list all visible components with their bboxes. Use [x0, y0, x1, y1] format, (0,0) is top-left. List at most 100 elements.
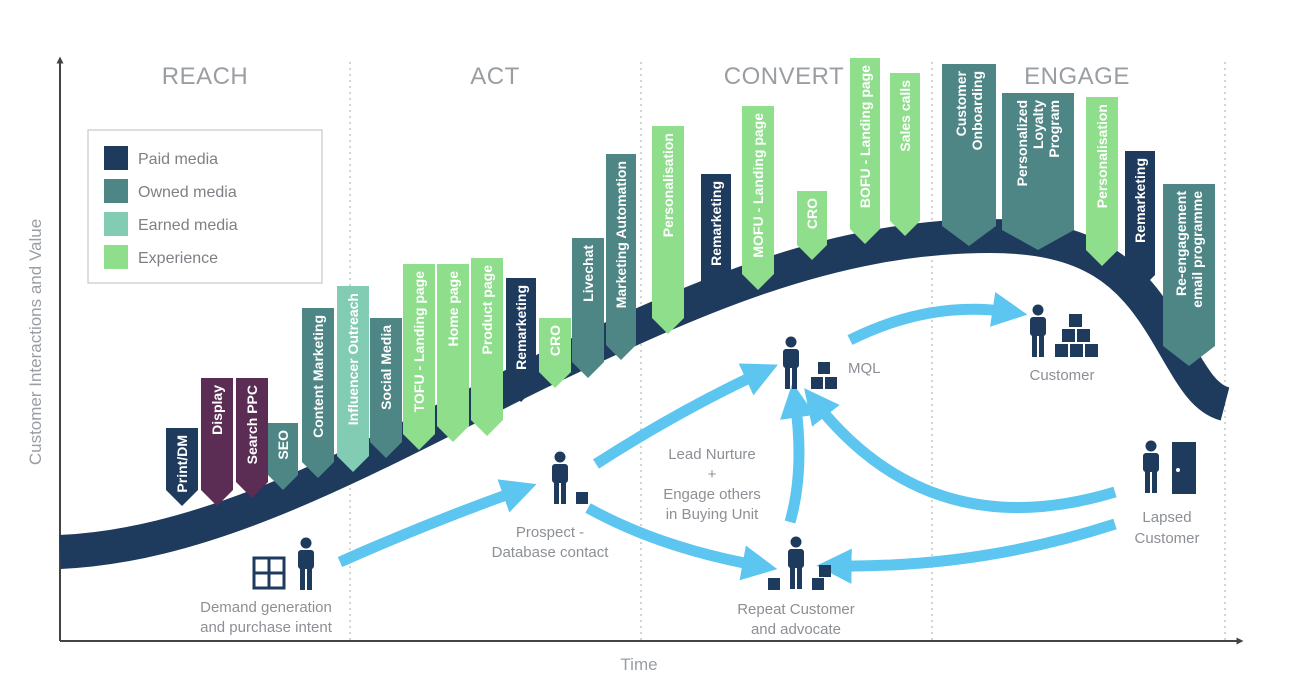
media-tag-shape — [337, 286, 369, 472]
media-tag: SEO — [268, 423, 298, 490]
media-tag-label: Search PPC — [244, 385, 260, 464]
legend-swatch-0 — [104, 146, 128, 170]
media-tag: CRO — [539, 318, 571, 388]
media-tag-label: Print/DM — [174, 435, 190, 493]
media-tag: Print/DM — [166, 428, 198, 506]
node-label-prospect: Database contact — [492, 544, 610, 561]
legend-label-1: Owned media — [138, 184, 237, 201]
media-tag-shape — [1086, 97, 1118, 266]
media-tag-label: Home page — [445, 271, 461, 347]
legend-swatch-3 — [104, 245, 128, 269]
media-tag-label: Remarketing — [708, 181, 724, 266]
legend-swatch-1 — [104, 179, 128, 203]
customer-person-icon — [1030, 304, 1098, 357]
prospect-person-icon — [552, 451, 588, 504]
media-tag: Product page — [471, 258, 503, 436]
media-tag: Livechat — [572, 238, 604, 378]
media-tag-label: Personalized — [1014, 100, 1030, 186]
media-tag-shape — [471, 258, 503, 436]
y-axis-label: Customer Interactions and Value — [26, 219, 45, 465]
media-tag-shape — [890, 73, 920, 236]
media-tag-shape — [701, 174, 731, 306]
media-tags: Print/DM Display Search PPC SEO Content Mark… — [166, 58, 1215, 506]
node-label-nurture: in Buying Unit — [666, 506, 759, 523]
node-label-customer: Customer — [1029, 367, 1094, 384]
arrow-repeat-to-mql — [780, 382, 815, 524]
media-tag: MOFU - Landing page — [742, 106, 774, 290]
door-icon — [1172, 442, 1196, 494]
arrow-prospect-to-repeat — [585, 503, 778, 581]
media-tag-label: Re-engagement — [1173, 191, 1189, 296]
media-tag-label: Social Media — [378, 325, 394, 410]
media-tag-label: Personalisation — [1094, 104, 1110, 208]
media-tag-label: TOFU - Landing page — [411, 271, 427, 413]
media-tag-label: SEO — [275, 430, 291, 460]
media-tag-shape — [201, 378, 233, 506]
window-icon — [252, 556, 286, 590]
media-tag-label: Program — [1046, 100, 1062, 158]
media-tag-shape — [506, 278, 536, 402]
legend-label-2: Earned media — [138, 217, 238, 234]
x-axis-label: Time — [620, 655, 657, 674]
mql-person-icon — [783, 336, 837, 389]
media-tag-shape — [302, 308, 334, 478]
media-tag-shape — [370, 318, 402, 458]
media-tag: Display — [201, 378, 233, 506]
media-tag: Personalisation — [1086, 97, 1118, 266]
media-tag-label: Influencer Outreach — [345, 293, 361, 425]
media-tag-shape — [403, 264, 435, 450]
media-tag-label: Remarketing — [513, 285, 529, 370]
media-tag-label: Product page — [479, 265, 495, 355]
lapsed-person-icon — [1143, 440, 1159, 493]
arrow-lapsed-to-repeat — [816, 518, 1117, 584]
node-label-demand: and purchase intent — [200, 619, 333, 636]
phase-engage: ENGAGE — [1024, 63, 1130, 90]
media-tag-label: Customer — [953, 70, 969, 136]
legend-swatch-2 — [104, 212, 128, 236]
node-label-demand: Demand generation — [200, 599, 332, 616]
media-tag-label: BOFU - Landing page — [857, 65, 873, 208]
media-tag-label: Onboarding — [969, 71, 985, 150]
arrow-prospect-to-mql — [593, 363, 778, 469]
media-tag-label: Sales calls — [897, 80, 913, 152]
media-tag: CRO — [797, 191, 827, 260]
media-tag-shape — [942, 64, 996, 246]
node-label-repeat: Repeat Customer — [737, 601, 855, 618]
media-tag-shape — [166, 428, 198, 506]
node-label-lapsed: Lapsed — [1142, 509, 1191, 526]
node-label-nurture: + — [708, 466, 717, 483]
node-label-prospect: Prospect - — [516, 524, 584, 541]
media-tag-shape — [1002, 93, 1074, 250]
media-tag-label: email programme — [1189, 191, 1205, 308]
media-tag-shape — [236, 378, 268, 498]
media-tag-label: CRO — [547, 325, 563, 356]
node-label-nurture: Lead Nurture — [668, 446, 756, 463]
media-tag-label: Livechat — [580, 245, 596, 302]
media-tag-label: Marketing Automation — [613, 161, 629, 308]
media-tag: Remarketing — [506, 278, 536, 402]
node-label-mql: MQL — [848, 360, 881, 377]
node-label-repeat: and advocate — [751, 621, 841, 638]
media-tag-shape — [572, 238, 604, 378]
media-tag-label: Loyalty — [1030, 100, 1046, 149]
arrow-mql-to-customer — [847, 291, 1028, 345]
media-tag-shape — [797, 191, 827, 260]
media-tag: Remarketing — [1125, 151, 1155, 290]
media-tag: Influencer Outreach — [337, 286, 369, 472]
media-tag: Marketing Automation — [606, 154, 636, 360]
media-tag-label: Content Marketing — [310, 315, 326, 438]
phase-convert: CONVERT — [724, 63, 844, 90]
media-tag: Sales calls — [890, 73, 920, 236]
phase-act: ACT — [470, 63, 520, 90]
media-tag: Remarketing — [701, 174, 731, 306]
repeat-person-icon — [768, 536, 831, 590]
media-tag-label: CRO — [804, 198, 820, 229]
media-tag: Home page — [437, 264, 469, 442]
media-tag-shape — [1125, 151, 1155, 290]
media-tag-shape — [850, 58, 880, 244]
legend-label-3: Experience — [138, 250, 218, 267]
media-tag-label: Display — [209, 385, 225, 435]
